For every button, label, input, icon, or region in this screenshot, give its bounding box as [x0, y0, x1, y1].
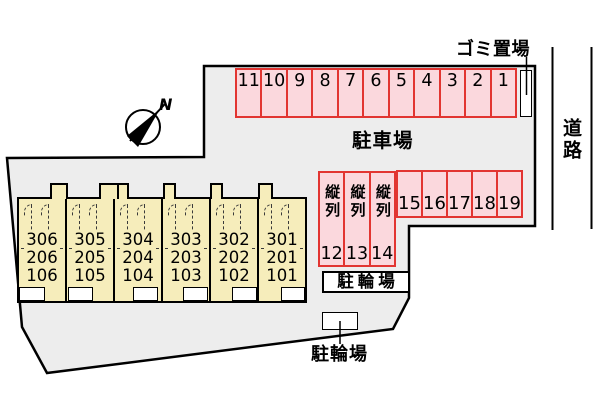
building-unit-304: 304 204 104 — [113, 199, 161, 301]
parking-space-3: 3 — [438, 70, 464, 116]
building-body: 306 206 106 305 205 105 304 204 104 — [17, 197, 307, 303]
parking-space-4: 4 — [413, 70, 438, 116]
parking-space-6: 6 — [362, 70, 387, 116]
stairwell-bump — [99, 183, 129, 199]
building-unit-301: 301 201 101 — [257, 199, 305, 301]
parking-row-top: 11 10 9 8 7 6 5 4 3 2 1 — [235, 68, 517, 118]
parking-space-16: 16 — [421, 172, 446, 216]
parking-space-18: 18 — [471, 172, 496, 216]
entrance-notch — [19, 287, 45, 301]
parking-space-19: 19 — [496, 172, 521, 216]
bicycle-parking-upper: 駐輪場 — [322, 271, 410, 293]
unit-room-numbers: 301 201 101 — [265, 230, 299, 285]
unit-room-numbers: 305 205 105 — [73, 230, 107, 285]
garbage-label: ゴミ置場 — [456, 39, 530, 60]
entrance-notch — [183, 287, 208, 301]
parking-space-17: 17 — [446, 172, 471, 216]
stairwell-bump — [163, 183, 176, 199]
parking-space-14: 縦列 14 — [368, 173, 394, 265]
parking-space-1: 1 — [489, 70, 515, 116]
parking-space-9: 9 — [285, 70, 311, 116]
parking-space-12: 縦列 12 — [320, 184, 343, 264]
bicycle-parking-lower — [322, 312, 358, 330]
unit-room-numbers: 306 206 106 — [25, 230, 59, 285]
entrance-notch — [232, 287, 257, 301]
unit-room-numbers: 302 202 102 — [217, 230, 251, 285]
parking-space-7: 7 — [336, 70, 362, 116]
entrance-notch — [133, 287, 158, 301]
entrance-notch — [68, 287, 93, 301]
north-label: N — [159, 95, 173, 114]
entrance-notch — [281, 287, 305, 301]
parking-row-right: 15 16 17 18 19 — [396, 170, 523, 218]
building-unit-306: 306 206 106 — [19, 199, 65, 301]
parking-space-5: 5 — [387, 70, 413, 116]
parking-lot-label: 駐車場 — [352, 129, 414, 152]
building-unit-305: 305 205 105 — [65, 199, 113, 301]
tandem-parking-block: 縦列 12 縦列 13 縦列 14 — [318, 171, 396, 267]
parking-space-8: 8 — [311, 70, 336, 116]
stairwell-bump — [50, 183, 68, 199]
unit-room-numbers: 304 204 104 — [121, 230, 155, 285]
road-label: 道路 — [560, 118, 582, 162]
parking-space-11: 11 — [237, 71, 260, 91]
apartment-building: 306 206 106 305 205 105 304 204 104 — [17, 183, 307, 303]
parking-space-10: 10 — [260, 70, 285, 116]
bicycle-parking-lower-label: 駐輪場 — [311, 344, 368, 365]
parking-space-15: 15 — [398, 193, 421, 214]
stairwell-bump — [258, 183, 273, 199]
building-unit-302: 302 202 102 — [209, 199, 257, 301]
unit-room-numbers: 303 203 103 — [169, 230, 203, 285]
building-unit-303: 303 203 103 — [161, 199, 209, 301]
parking-space-13: 縦列 13 — [343, 173, 368, 265]
stairwell-bump — [210, 183, 223, 199]
parking-space-2: 2 — [464, 70, 489, 116]
garbage-box — [520, 70, 532, 117]
